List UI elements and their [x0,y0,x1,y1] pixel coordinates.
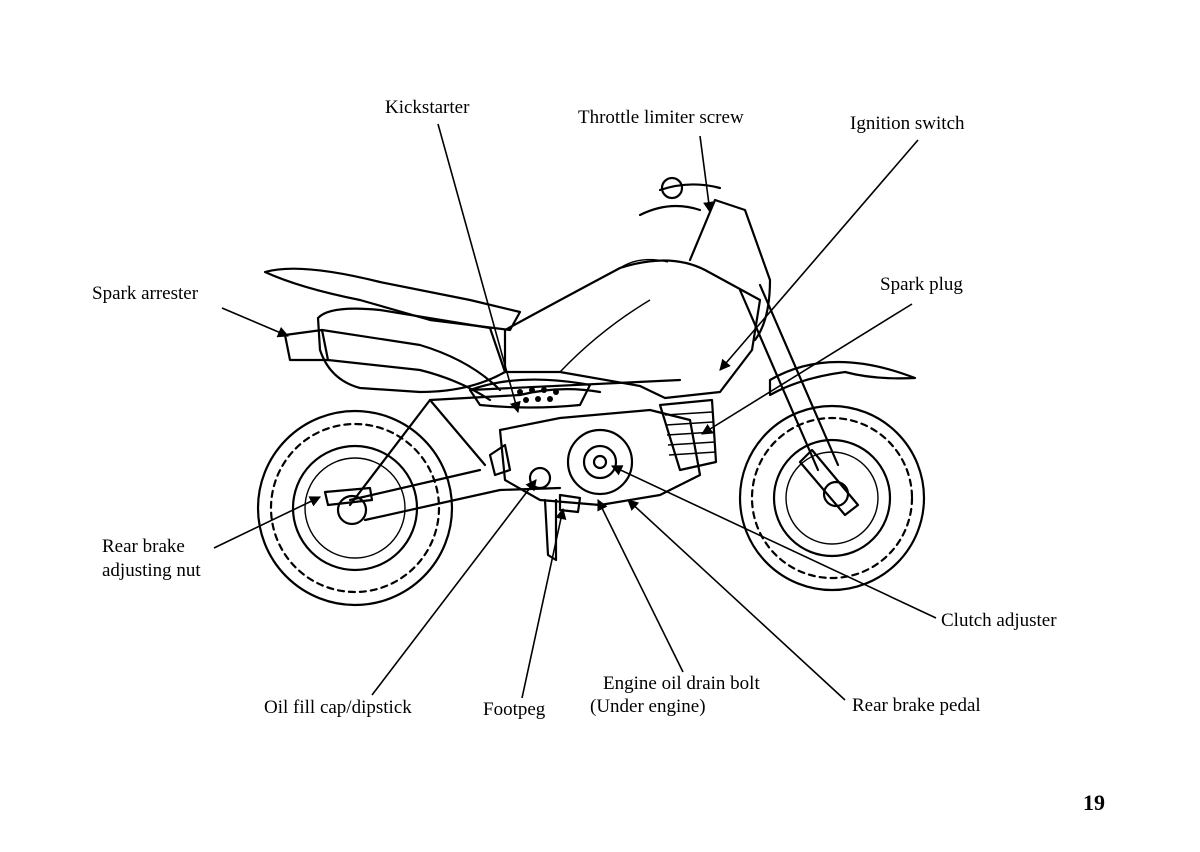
leader-rear-brake-nut [213,496,322,549]
label-kickstarter: Kickstarter [385,97,470,118]
leader-drain-bolt [597,498,684,673]
engine [488,398,718,562]
leader-spark-plug [701,303,913,435]
leader-clutch-adjuster [610,465,937,619]
front-forks [638,176,860,517]
label-throttle-limiter-screw: Throttle limiter screw [578,107,744,128]
label-ignition-switch: Ignition switch [850,113,965,134]
rear-brake-arm [323,486,374,507]
label-clutch-adjuster: Clutch adjuster [941,610,1057,631]
leader-oil-fill [371,479,537,696]
label-spark-plug: Spark plug [880,274,963,295]
leader-lines [213,123,937,701]
label-rear-brake-pedal: Rear brake pedal [852,695,981,716]
leader-spark-arrester [221,307,290,338]
label-oil-fill-cap: Oil fill cap/dipstick [264,697,412,718]
label-rear-brake-adjusting-nut-line1: Rear brake [102,536,185,557]
leader-ignition-switch [719,139,919,371]
page-number: 19 [1083,790,1105,815]
label-footpeg: Footpeg [483,699,546,720]
label-engine-oil-drain-bolt-line2: (Under engine) [590,696,706,717]
leader-throttle-limiter [699,135,715,214]
leader-kickstarter [437,123,521,414]
side-plate [468,378,592,409]
leader-rear-brake-pedal [627,499,846,701]
label-spark-arrester: Spark arrester [92,283,199,304]
fuel-tank [503,258,762,400]
label-rear-brake-adjusting-nut-line2: adjusting nut [102,560,201,581]
label-engine-oil-drain-bolt-line1: Engine oil drain bolt [603,673,760,694]
leader-footpeg [521,507,567,699]
seat-and-fender [263,267,522,394]
